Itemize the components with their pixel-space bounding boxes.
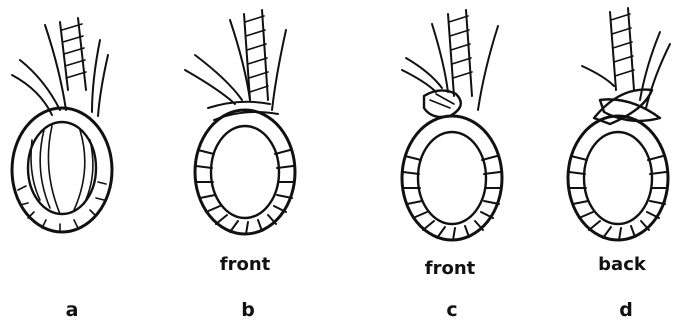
view-label-d: back <box>598 254 647 275</box>
panel-letter-d: d <box>619 299 633 321</box>
panel-c-front-drawing <box>402 10 502 240</box>
panel-b-front-drawing <box>185 10 295 234</box>
view-label-c: front <box>425 258 476 279</box>
panel-d-back-drawing <box>568 8 670 240</box>
panel-letter-b: b <box>241 299 255 321</box>
view-label-b: front <box>220 254 271 275</box>
panel-letter-c: c <box>446 299 457 321</box>
panel-letter-a: a <box>66 299 79 321</box>
panel-a-eye-loop-drawing <box>12 18 112 232</box>
